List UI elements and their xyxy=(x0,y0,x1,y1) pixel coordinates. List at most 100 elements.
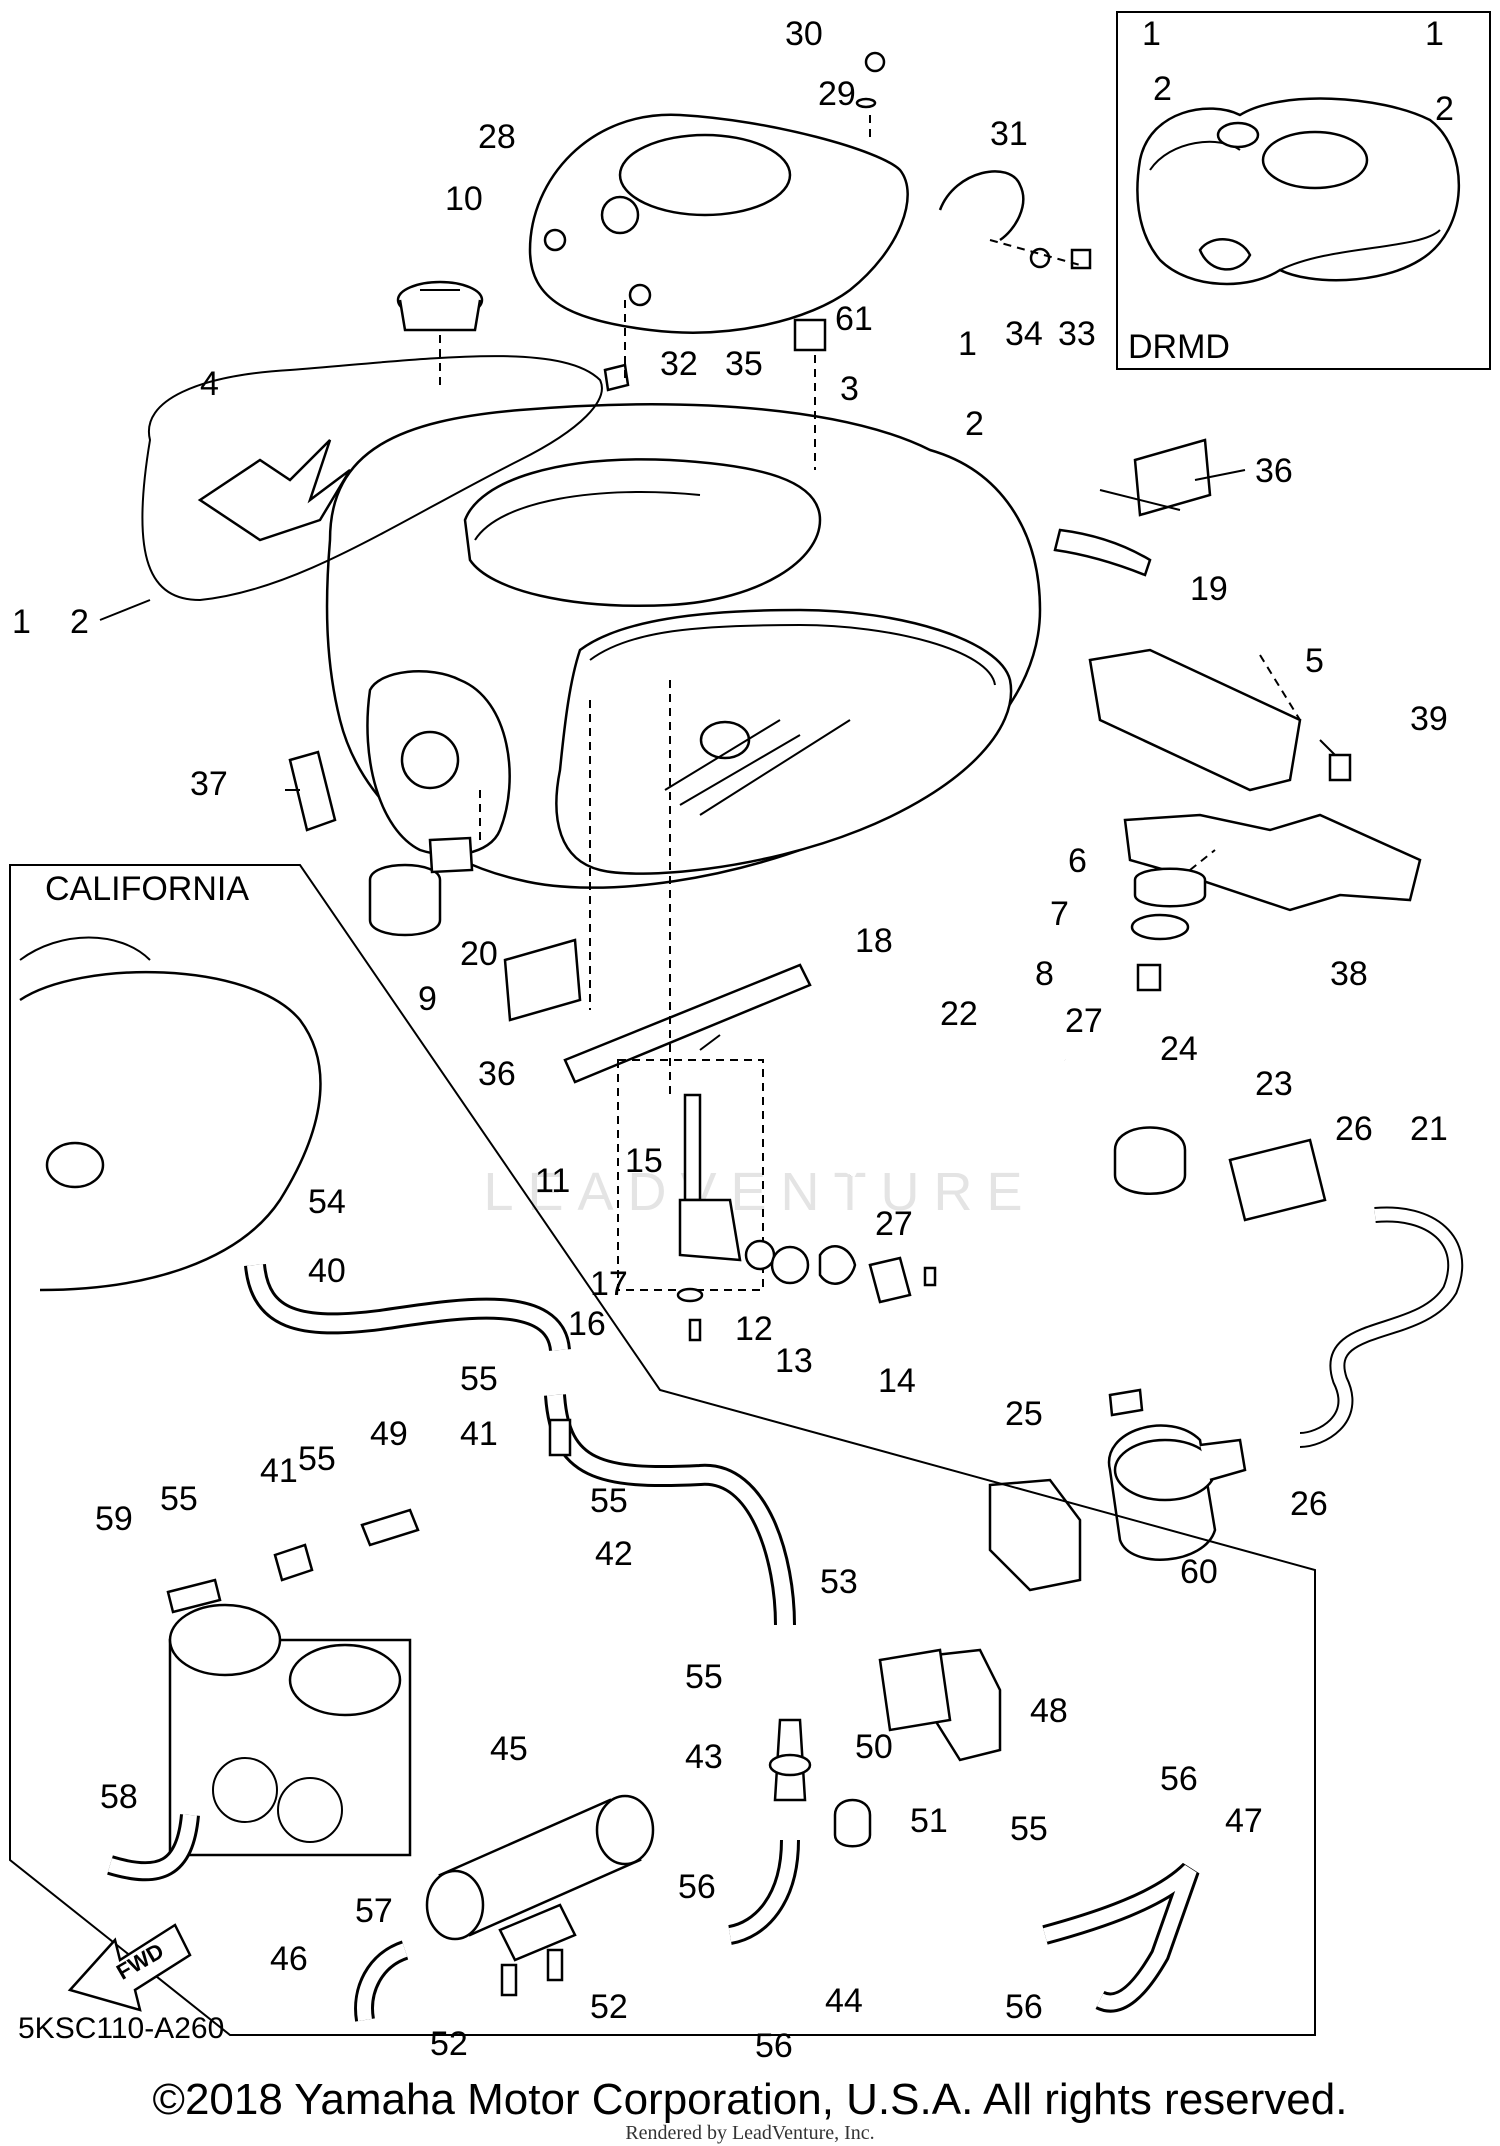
drmd-inset: DRMD xyxy=(1116,11,1491,370)
callout-56-a: 56 xyxy=(1160,1760,1198,1798)
hose-21-inner xyxy=(1299,1208,1462,1446)
callout-55-a: 55 xyxy=(460,1360,498,1398)
callout-56-c: 56 xyxy=(1005,1988,1043,2026)
callout-10: 10 xyxy=(445,180,483,218)
bolt-33 xyxy=(1070,248,1092,270)
washer-7 xyxy=(1130,913,1190,941)
bracket-25 xyxy=(988,1478,1082,1592)
callout-55-e: 55 xyxy=(685,1658,723,1696)
callout-41-b: 41 xyxy=(260,1452,298,1490)
callout-2-drmd-b: 2 xyxy=(1435,90,1454,128)
callout-14: 14 xyxy=(878,1362,916,1400)
callout-1-top: 1 xyxy=(958,325,977,363)
canister-45 xyxy=(425,1794,655,1962)
callout-56-d: 56 xyxy=(755,2027,793,2065)
callout-3: 3 xyxy=(840,370,859,408)
drmd-label: DRMD xyxy=(1128,328,1230,366)
callout-25: 25 xyxy=(1005,1395,1043,1433)
callout-2-drmd-a: 2 xyxy=(1153,70,1172,108)
callout-43: 43 xyxy=(685,1738,723,1776)
upper-console xyxy=(528,113,909,334)
clip-32 xyxy=(603,363,630,392)
callout-8: 8 xyxy=(1035,955,1054,993)
callout-35: 35 xyxy=(725,345,763,383)
callout-36-bottom: 36 xyxy=(478,1055,516,1093)
hose-22-inner xyxy=(845,1034,1066,1178)
california-section: CALIFORNIA xyxy=(9,864,1316,2036)
callout-48: 48 xyxy=(1030,1692,1068,1730)
callout-61: 61 xyxy=(835,300,873,338)
callout-32: 32 xyxy=(660,345,698,383)
leader-lines xyxy=(99,469,1336,1051)
callout-49: 49 xyxy=(370,1415,408,1453)
callout-54: 54 xyxy=(308,1183,346,1221)
bracket-31 xyxy=(938,170,1025,242)
callout-21: 21 xyxy=(1410,1110,1448,1148)
callout-27-mid: 27 xyxy=(875,1205,913,1243)
bolt-8 xyxy=(1136,963,1162,992)
callout-53: 53 xyxy=(820,1563,858,1601)
bolt-30 xyxy=(864,51,886,73)
callout-55-d: 55 xyxy=(160,1480,198,1518)
callout-1-left: 1 xyxy=(12,603,31,641)
grommet-61 xyxy=(793,318,827,352)
callout-50: 50 xyxy=(855,1728,893,1766)
callout-26-top: 26 xyxy=(1335,1110,1373,1148)
assembly-lines xyxy=(439,115,1301,1100)
callout-15: 15 xyxy=(625,1142,663,1180)
callout-47: 47 xyxy=(1225,1802,1263,1840)
callout-7: 7 xyxy=(1050,895,1069,933)
callout-2-top: 2 xyxy=(965,405,984,443)
callout-26-bottom: 26 xyxy=(1290,1485,1328,1523)
fuel-pump-60 xyxy=(1107,1388,1247,1561)
callout-55-c: 55 xyxy=(590,1482,628,1520)
callout-12: 12 xyxy=(735,1310,773,1348)
label-36-lower xyxy=(503,938,582,1022)
callout-numbers: 30 29 31 28 10 61 34 33 32 35 4 3 1 2 36… xyxy=(12,15,1454,2065)
carburetors xyxy=(168,1603,412,1857)
callout-52-a: 52 xyxy=(590,1988,628,2026)
callout-17: 17 xyxy=(590,1265,628,1303)
callout-55-f: 55 xyxy=(1010,1810,1048,1848)
fuel-tank xyxy=(325,403,1042,889)
callout-20: 20 xyxy=(460,935,498,973)
fuel-filter-23 xyxy=(1228,1138,1327,1222)
callout-11: 11 xyxy=(535,1162,570,1200)
california-label: CALIFORNIA xyxy=(45,870,249,908)
holder-24 xyxy=(1113,1126,1187,1195)
callout-5: 5 xyxy=(1305,642,1324,680)
callout-46: 46 xyxy=(270,1940,308,1978)
bolt-52a xyxy=(500,1963,518,1997)
callout-24: 24 xyxy=(1160,1030,1198,1068)
callout-18: 18 xyxy=(855,922,893,960)
tank-emblem-left xyxy=(197,439,352,542)
callout-37: 37 xyxy=(190,765,228,803)
callout-42: 42 xyxy=(595,1535,633,1573)
cover-5 xyxy=(1088,648,1302,792)
callout-36-top: 36 xyxy=(1255,452,1293,490)
callout-40: 40 xyxy=(308,1252,346,1290)
callout-51: 51 xyxy=(910,1802,948,1840)
washer-29 xyxy=(855,97,877,109)
callout-52-b: 52 xyxy=(430,2025,468,2063)
bolt-52b xyxy=(546,1948,564,1982)
callout-58: 58 xyxy=(100,1778,138,1816)
label-36-upper xyxy=(1133,438,1212,517)
callout-59: 59 xyxy=(95,1500,133,1538)
drawing-code: 5KSC110-A260 xyxy=(18,2012,225,2045)
callout-1-drmd-a: 1 xyxy=(1142,15,1161,53)
trim-37 xyxy=(288,750,337,832)
watermark: LEADVENTURE xyxy=(483,1162,1036,1222)
callout-57: 57 xyxy=(355,1892,393,1930)
callout-19: 19 xyxy=(1190,570,1228,608)
callout-22: 22 xyxy=(940,995,978,1033)
copyright-notice: ©2018 Yamaha Motor Corporation, U.S.A. A… xyxy=(152,2075,1348,2124)
callout-31: 31 xyxy=(990,115,1028,153)
bolt-39 xyxy=(1328,753,1352,782)
pad-19 xyxy=(1053,528,1152,577)
callout-23: 23 xyxy=(1255,1065,1293,1103)
fuel-cap xyxy=(396,280,484,332)
callout-45: 45 xyxy=(490,1730,528,1768)
strip-18 xyxy=(563,963,812,1084)
